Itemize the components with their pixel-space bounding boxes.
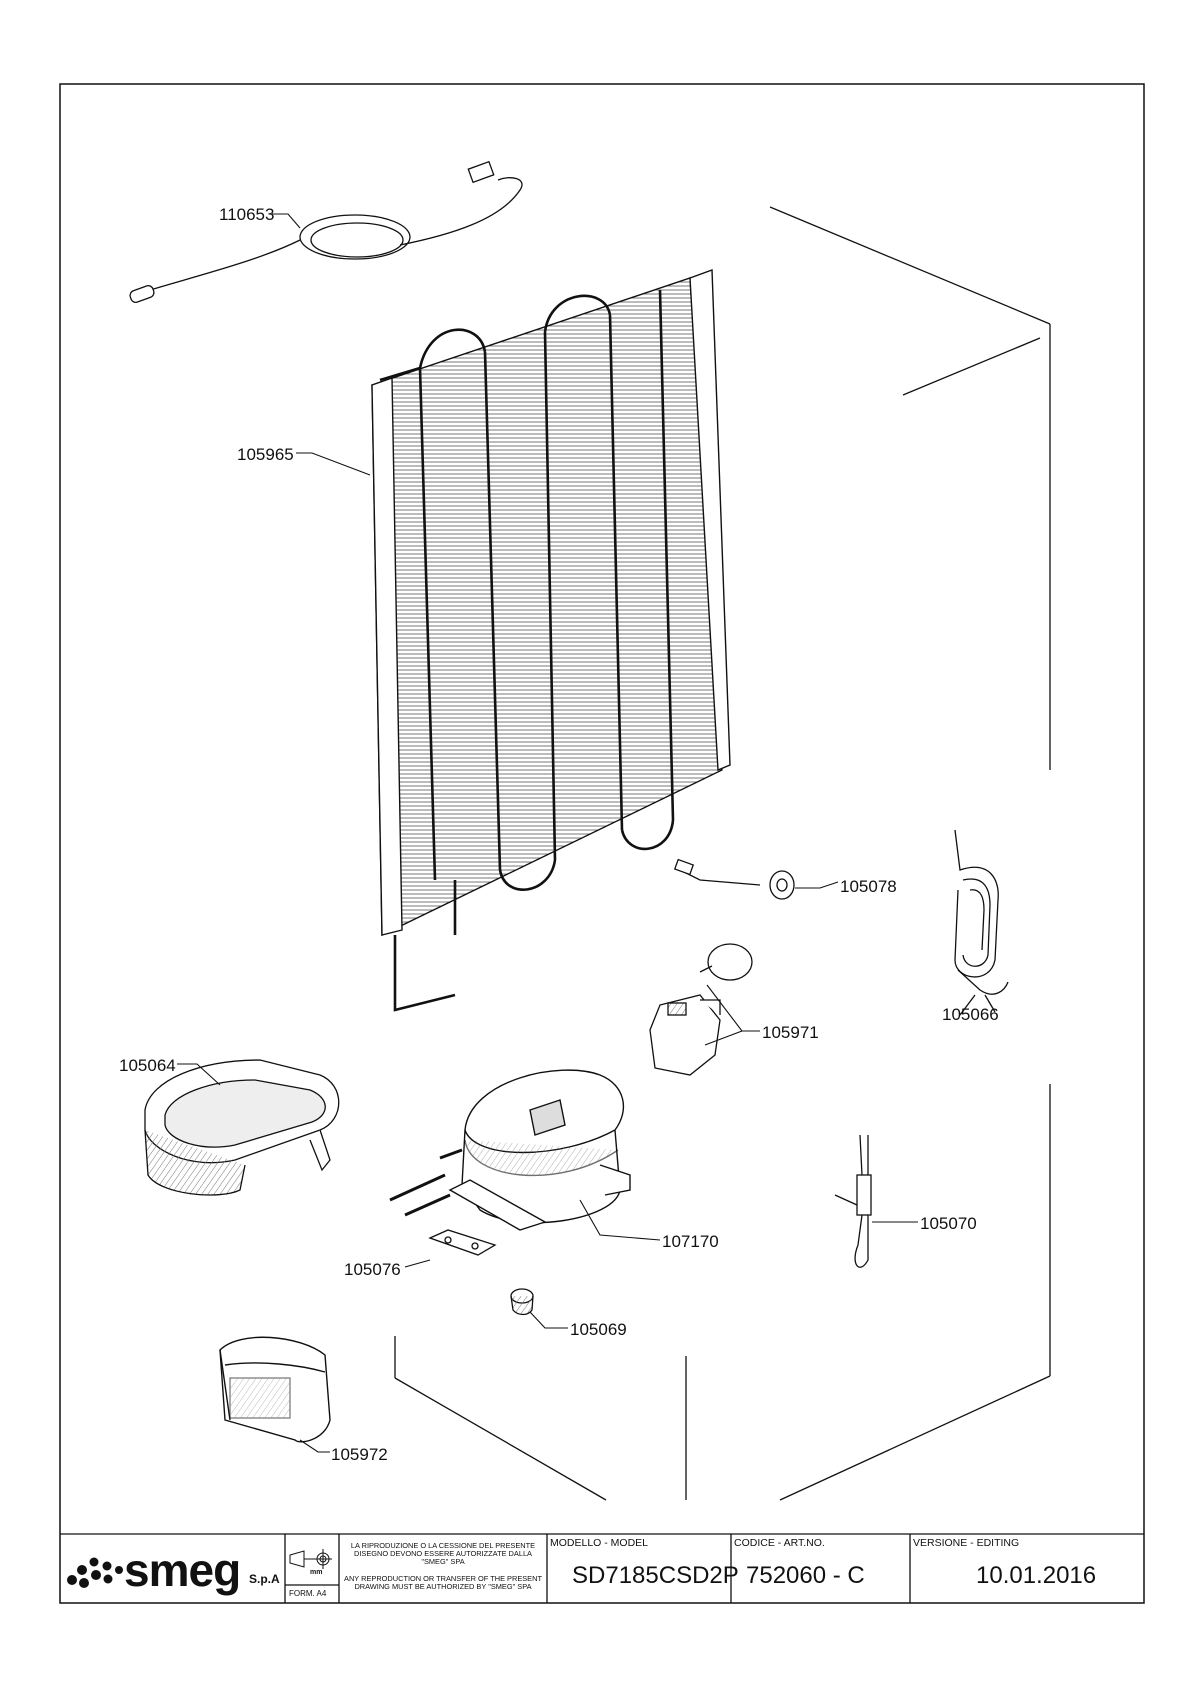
version-header: VERSIONE - EDITING [913, 1537, 1020, 1549]
part-label-relay-starter: 105971 [762, 1023, 819, 1042]
condenser-drawing [371, 269, 731, 1012]
part-label-condenser: 105965 [237, 445, 294, 464]
drier-filter-drawing [834, 1134, 872, 1268]
title-block [60, 1533, 1144, 1603]
part-label-heater-coil: 105066 [942, 1005, 999, 1024]
sensor-cable-drawing [129, 160, 523, 303]
drip-tray-drawing [144, 1059, 340, 1196]
leader-lines [177, 213, 918, 1453]
part-label-mounting-plate: 105076 [344, 1260, 401, 1279]
smeg-logo-dots-icon [67, 1557, 123, 1588]
unit-label: mm [310, 1569, 323, 1576]
part-label-drier-filter: 105070 [920, 1214, 977, 1233]
compressor-drawing [389, 1069, 631, 1231]
format-label: FORM. A4 [289, 1589, 327, 1598]
relay-cover-drawing [219, 1336, 331, 1443]
brand-suffix: S.p.A [249, 1572, 280, 1586]
brand-logo: smeg [124, 1544, 241, 1596]
notice-english: ANY REPRODUCTION OR TRANSFER OF THE PRES… [344, 1574, 542, 1591]
grommet-probe-drawing [673, 858, 795, 900]
rubber-grommet-drawing [510, 1288, 534, 1316]
version-value: 10.01.2016 [976, 1562, 1097, 1589]
part-label-rubber-grommet: 105069 [570, 1320, 627, 1339]
notice-italian: LA RIPRODUZIONE O LA CESSIONE DEL PRESEN… [350, 1541, 536, 1566]
code-header: CODICE - ART.NO. [734, 1537, 825, 1549]
projection-symbol-icon [289, 1549, 332, 1569]
heater-coil-drawing [954, 829, 1009, 1016]
part-label-compressor: 107170 [662, 1232, 719, 1251]
part-label-grommet-probe: 105078 [840, 877, 897, 896]
part-label-relay-cover: 105972 [331, 1445, 388, 1464]
code-value: 752060 - C [746, 1562, 865, 1589]
part-label-sensor-cable: 110653 [219, 205, 275, 224]
sheet-border [59, 83, 1145, 1604]
relay-starter-drawing [649, 943, 753, 1076]
mounting-plate-drawing [428, 1229, 497, 1256]
part-label-drip-tray: 105064 [119, 1056, 176, 1075]
model-value: SD7185CSD2P [572, 1562, 739, 1589]
cabinet-outline [394, 206, 1051, 1501]
model-header: MODELLO - MODEL [550, 1537, 649, 1549]
